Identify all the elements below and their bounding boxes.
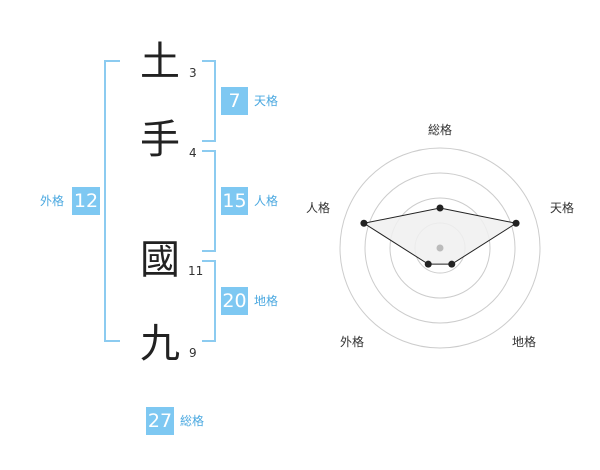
radar-ring [339,147,541,349]
radar-point-gaikaku [424,260,432,268]
jinkaku-bracket [202,150,216,252]
chikaku-bracket [202,260,216,342]
radar-ring [364,172,516,324]
jinkaku-label: 人格 [254,194,279,208]
chikaku-label: 地格 [254,294,279,308]
stroke-count-4: 9 [189,346,197,360]
gaikaku-value-badge: 12 [72,187,100,215]
gaikaku-bracket [104,60,120,342]
radar-point-tenkaku [512,219,520,227]
radar-point-jinkaku [360,219,368,227]
stroke-count-3: 11 [188,264,204,278]
tenkaku-value-badge: 7 [221,87,248,115]
radar-label-chikaku: 地格 [512,334,536,349]
soukaku-value-badge: 27 [146,407,174,435]
score-polygon [362,207,518,265]
radar-point-chikaku [448,260,456,268]
center-dot [436,244,444,252]
radar-label-soukaku: 総格 [428,122,452,137]
radar-label-gaikaku: 外格 [340,334,364,349]
soukaku-label: 総格 [180,414,205,428]
radar-label-jinkaku: 人格 [306,200,330,215]
name-char-1: 土 [140,39,180,85]
name-char-2: 手 [140,117,180,163]
name-char-4: 九 [140,321,180,367]
gaikaku-label: 外格 [40,194,65,208]
stroke-count-2: 4 [189,146,197,160]
name-char-3: 國 [140,237,180,283]
chikaku-value-badge: 20 [221,287,248,315]
radar-point-soukaku [436,204,444,212]
tenkaku-label: 天格 [254,94,279,108]
stroke-count-1: 3 [189,66,197,80]
radar-ring [389,197,491,299]
radar-label-tenkaku: 天格 [550,200,574,215]
tenkaku-bracket [202,60,216,142]
jinkaku-value-badge: 15 [221,187,248,215]
